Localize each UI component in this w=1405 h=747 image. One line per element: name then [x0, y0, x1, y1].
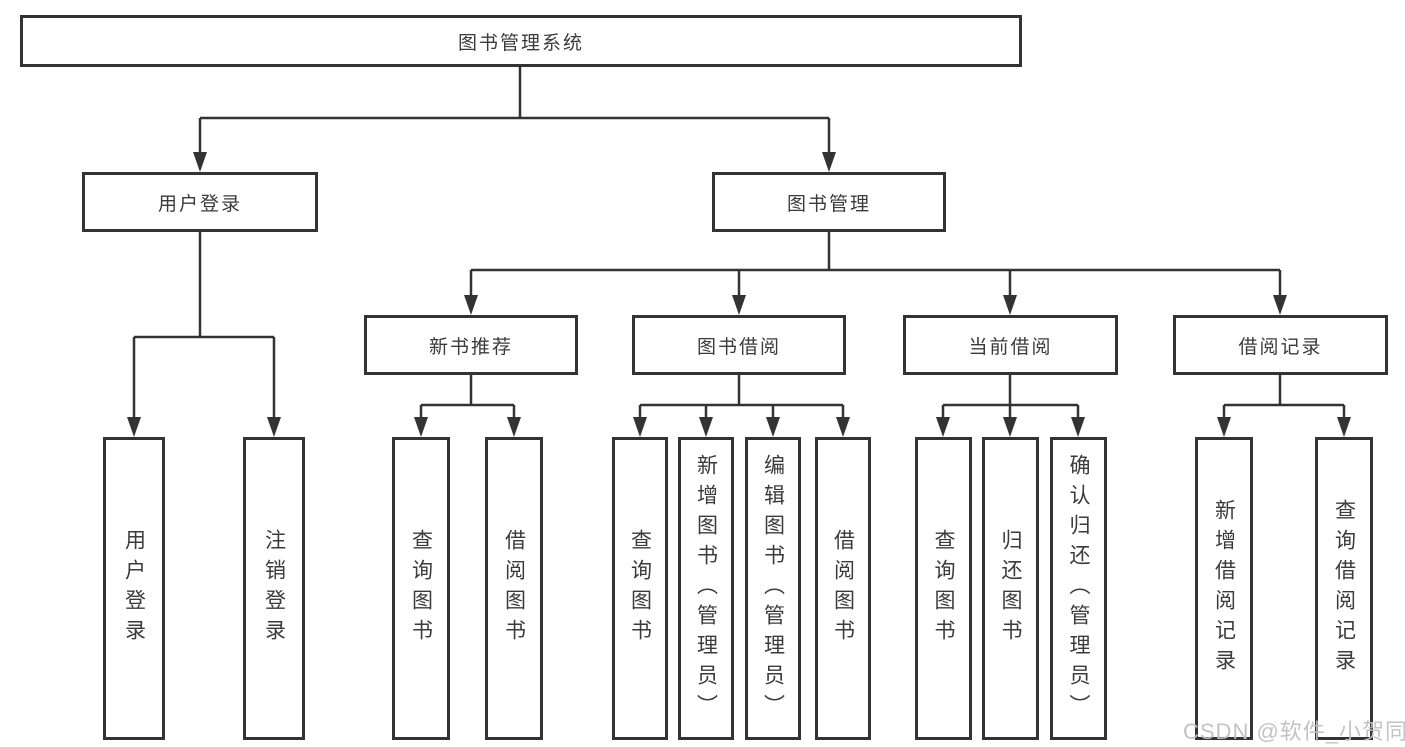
node-new-book-recommend: 新书推荐 — [364, 315, 578, 375]
leaf-query-borrow-record: 查询借阅记录 — [1315, 437, 1373, 740]
leaf-query-books-borrow: 查询图书 — [612, 437, 668, 740]
leaf-edit-books-admin: 编辑图书（管理员） — [745, 437, 801, 740]
leaf-confirm-return-admin: 确认归还（管理员） — [1050, 437, 1107, 740]
leaf-borrow-books: 借阅图书 — [815, 437, 871, 740]
leaf-return-books: 归还图书 — [982, 437, 1039, 740]
leaf-add-borrow-record: 新增借阅记录 — [1195, 437, 1253, 740]
node-book-borrow: 图书借阅 — [632, 315, 846, 375]
leaf-borrow-books-recommend: 借阅图书 — [485, 437, 543, 740]
node-user-login: 用户登录 — [82, 172, 318, 232]
node-book-management: 图书管理 — [712, 172, 946, 232]
node-library-management-system: 图书管理系统 — [20, 15, 1022, 67]
leaf-add-books-admin: 新增图书（管理员） — [678, 437, 734, 740]
leaf-query-books-recommend: 查询图书 — [392, 437, 450, 740]
node-current-borrow: 当前借阅 — [903, 315, 1118, 375]
leaf-logout: 注销登录 — [243, 437, 305, 740]
csdn-watermark: CSDN @软件_小贺同学 — [1183, 719, 1405, 744]
leaf-user-login: 用户登录 — [103, 437, 165, 740]
leaf-query-books-current: 查询图书 — [915, 437, 972, 740]
node-borrow-records: 借阅记录 — [1173, 315, 1388, 375]
